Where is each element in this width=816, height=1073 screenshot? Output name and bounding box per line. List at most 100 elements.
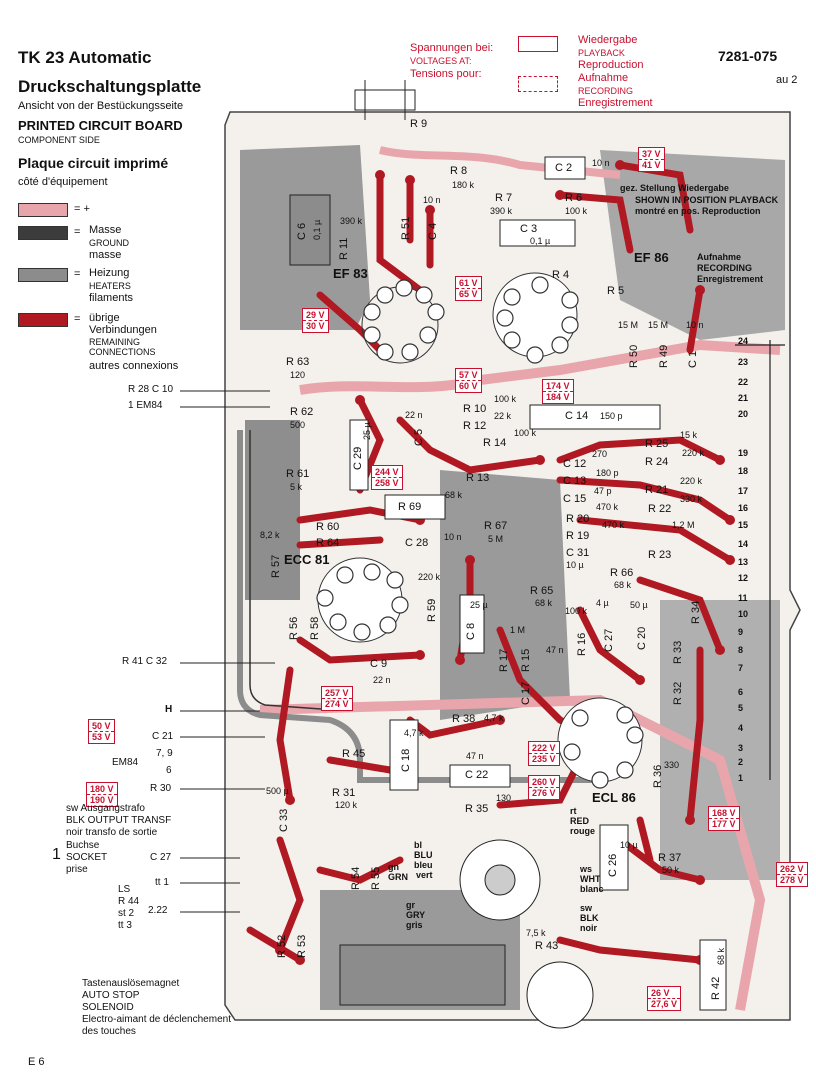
label-c5-value: 22 n bbox=[405, 410, 423, 420]
voltage-playback: 262 V bbox=[780, 864, 804, 874]
label-c6-value: 0,1 µ bbox=[312, 219, 322, 240]
label-r65-value: 68 k bbox=[535, 598, 553, 608]
voltage-record: 177 V bbox=[709, 818, 739, 829]
label-r50-value: 15 M bbox=[618, 320, 639, 330]
capacitor-c2 bbox=[544, 156, 586, 180]
label-c9: C 27 bbox=[603, 628, 615, 652]
title-en: PRINTED CIRCUIT BOARD bbox=[18, 118, 183, 133]
terminal-strip bbox=[735, 340, 785, 780]
label-r37: R 37 bbox=[658, 852, 682, 864]
label-r20-value: 470 k bbox=[596, 502, 619, 512]
label-r22-value: 330 k bbox=[680, 494, 703, 504]
voltage-playback: 257 V bbox=[325, 688, 349, 698]
capacitor-c11 bbox=[529, 404, 661, 430]
legend-ground-fr: masse bbox=[89, 249, 122, 261]
label-r66-value: 68 k bbox=[614, 580, 632, 590]
label-c8-value: 47 n bbox=[546, 645, 564, 655]
legend-swatch-positive bbox=[18, 203, 68, 217]
conn-output-de: sw Ausgangstrafo bbox=[66, 803, 145, 814]
terminal-number: 5 bbox=[738, 703, 744, 713]
playback-swatch bbox=[518, 36, 558, 52]
tube-socket-ef83 bbox=[361, 279, 445, 364]
label-r57: R 57 bbox=[270, 554, 282, 578]
label-r5: R 5 bbox=[607, 285, 625, 297]
wire-white-en: WHT bbox=[580, 874, 601, 884]
label-r38: R 38 bbox=[452, 713, 476, 725]
conn-output-fr: noir transfo de sortie bbox=[66, 827, 158, 838]
label-r69-value: 68 k bbox=[445, 490, 463, 500]
conn-em84-6: 6 bbox=[166, 765, 172, 776]
label-r36: R 36 bbox=[652, 764, 664, 788]
legend-heaters-en: HEATERS bbox=[89, 281, 131, 291]
terminal-number: 3 bbox=[738, 743, 744, 753]
tube-label-ecc81: ECC 81 bbox=[284, 552, 330, 567]
conn-socket-en: SOCKET bbox=[66, 852, 108, 863]
label-c22-value: 10 µ bbox=[620, 840, 638, 850]
wire-grey-en: GRY bbox=[406, 910, 426, 920]
tube-label-ef86: EF 86 bbox=[634, 250, 669, 265]
wire-red-de: rt bbox=[570, 806, 577, 816]
voltage-record: 184 V bbox=[543, 391, 573, 402]
label-r4: R 4 bbox=[552, 269, 570, 281]
legend-ground-symbol: = bbox=[74, 226, 81, 238]
label-r65: R 65 bbox=[530, 585, 554, 597]
label-r63-value: 120 bbox=[290, 370, 306, 380]
voltage-record: 278 V bbox=[777, 874, 807, 885]
conn-tt1: tt 1 bbox=[155, 877, 169, 888]
legend-remaining-symbol: = bbox=[74, 313, 81, 325]
tube-label-ecl86: ECL 86 bbox=[592, 790, 636, 805]
voltage-legend-title-fr: Tensions pour: bbox=[410, 68, 482, 80]
left-leads bbox=[180, 390, 275, 913]
label-r57-value: 8,2 k bbox=[260, 530, 280, 540]
label-r10-value: 100 k bbox=[494, 394, 517, 404]
label-r59-value: 220 k bbox=[418, 572, 441, 582]
conn-tt3: tt 3 bbox=[118, 920, 132, 931]
conn-em84-1: 1 EM84 bbox=[128, 400, 163, 411]
wire-red-en: RED bbox=[570, 816, 590, 826]
label-c27-value: 4,7 k bbox=[404, 728, 424, 738]
conn-c21: C 21 bbox=[152, 731, 174, 742]
conn-222: 2.22 bbox=[148, 905, 168, 916]
voltage-playback: 180 V bbox=[90, 784, 114, 794]
label-c9-value: 4 µ bbox=[596, 598, 609, 608]
label-c3-value: 0,1 µ bbox=[530, 236, 551, 246]
label-c30: C 28 bbox=[405, 537, 429, 549]
voltage-legend-title-de: Spannungen bei: bbox=[410, 42, 494, 54]
label-r38-value: 4,7 k bbox=[484, 713, 504, 723]
label-r60: R 60 bbox=[316, 521, 340, 533]
record-label-en: RECORDING bbox=[578, 86, 634, 96]
label-r45: R 45 bbox=[342, 748, 366, 760]
voltage-record: 27,6 V bbox=[648, 998, 681, 1009]
terminal-number: 9 bbox=[738, 627, 744, 637]
wire-green-fr: vert bbox=[416, 870, 433, 880]
label-r43-value: 7,5 k bbox=[526, 928, 546, 938]
voltage-record: 274 V bbox=[322, 698, 352, 709]
voltage-playback: 37 V bbox=[642, 149, 661, 159]
label-r8-value: 180 k bbox=[452, 180, 475, 190]
conn-c27: C 27 bbox=[150, 852, 172, 863]
voltage-playback: 222 V bbox=[532, 743, 556, 753]
label-c20: C 22 bbox=[465, 769, 489, 781]
title-de: Druckschaltungsplatte bbox=[18, 77, 202, 96]
legend-ground-en: GROUND bbox=[89, 238, 129, 248]
capacitor-c33 bbox=[526, 961, 594, 1029]
label-r19-value: 470 k bbox=[602, 520, 625, 530]
conn-st2: st 2 bbox=[118, 908, 135, 919]
legend-heaters-symbol: = bbox=[74, 268, 81, 280]
legend-remaining-en: REMAINING CONNECTIONS bbox=[89, 337, 156, 357]
label-r63: R 63 bbox=[286, 356, 310, 368]
label-c13: C 13 bbox=[563, 475, 587, 487]
wire-red-fr: rouge bbox=[570, 826, 596, 836]
label-r61-value: 5 k bbox=[290, 482, 303, 492]
label-c18: C 33 bbox=[278, 808, 290, 832]
switch-note-record-en: RECORDING bbox=[697, 263, 753, 273]
legend-positive-label: = + bbox=[74, 203, 90, 215]
label-r66: R 66 bbox=[610, 567, 634, 579]
wire-black-fr: noir bbox=[580, 923, 597, 933]
record-label-fr: Enregistrement bbox=[578, 97, 653, 109]
subtitle-en: COMPONENT SIDE bbox=[18, 135, 100, 145]
